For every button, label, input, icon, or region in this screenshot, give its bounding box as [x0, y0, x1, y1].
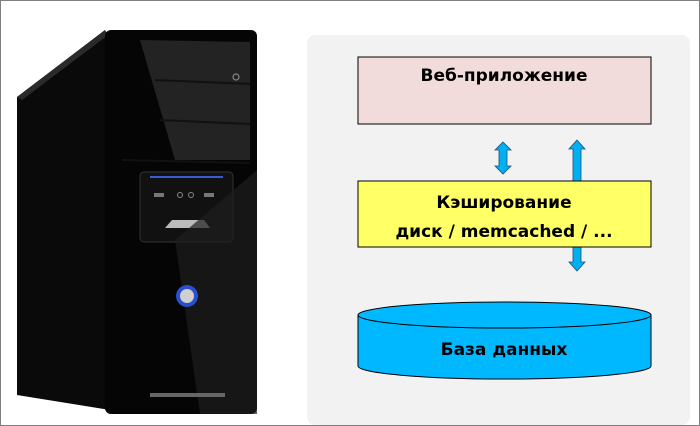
double-arrow-icon	[494, 141, 512, 175]
database-cylinder	[357, 301, 652, 380]
computer-tower-icon	[17, 30, 257, 414]
web-app-box	[357, 56, 652, 125]
database-label: База данных	[441, 340, 568, 360]
cache-label-line1: Кэширование	[436, 193, 571, 213]
web-app-label: Веб-приложение	[420, 66, 587, 86]
cache-box	[357, 180, 652, 248]
cache-label-line2: диск / memcached / ...	[395, 222, 612, 242]
